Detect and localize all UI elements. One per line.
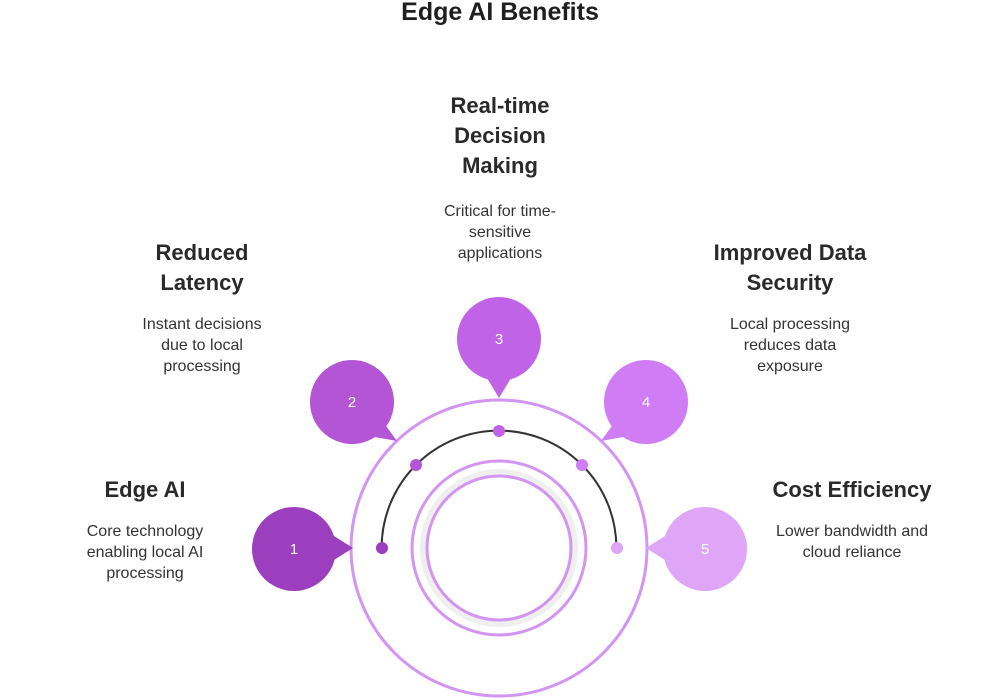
step-2-description: Instant decisions due to local processin… [142,316,262,375]
step-4-number: 4 [642,394,650,411]
step-1-number: 1 [290,541,298,558]
step-2-dot [410,459,422,471]
step-4-dot [576,459,588,471]
step-5-text: Cost Efficiency Lower bandwidth and clou… [762,475,942,563]
step-5-heading: Cost Efficiency [772,477,932,502]
step-2-heading: Reduced Latency [155,240,249,295]
step-1-heading: Edge AI [104,477,186,502]
step-2-marker: 2 [310,360,397,444]
step-5-description: Lower bandwidth and cloud reliance [775,523,929,561]
step-4-heading: Improved Data Security [713,240,867,295]
step-1-description: Core technology enabling local AI proces… [86,523,204,582]
step-3-number: 3 [495,331,503,348]
inner-ring-outer [410,459,588,637]
step-3-description: Critical for time-sensitive applications [443,203,556,262]
step-3-dot [493,425,505,437]
step-4-text: Improved Data Security Local processing … [690,238,890,377]
step-5-dot [611,542,623,554]
step-3-text: Real-time Decision Making Critical for t… [420,91,580,264]
step-4-marker: 4 [601,360,688,444]
step-2-text: Reduced Latency Instant decisions due to… [122,238,282,377]
step-1-dot [376,542,388,554]
step-5-marker: 5 [646,507,747,591]
step-2-number: 2 [348,394,356,411]
diagram-title: Edge AI Benefits [401,0,599,26]
step-5-number: 5 [701,541,709,558]
inner-ring-inner [425,474,573,622]
step-1-marker: 1 [252,507,353,591]
step-4-description: Local processing reduces data exposure [729,316,851,375]
step-3-heading: Real-time Decision Making [450,93,550,178]
step-3-marker: 3 [457,297,541,398]
step-1-text: Edge AI Core technology enabling local A… [60,475,230,584]
